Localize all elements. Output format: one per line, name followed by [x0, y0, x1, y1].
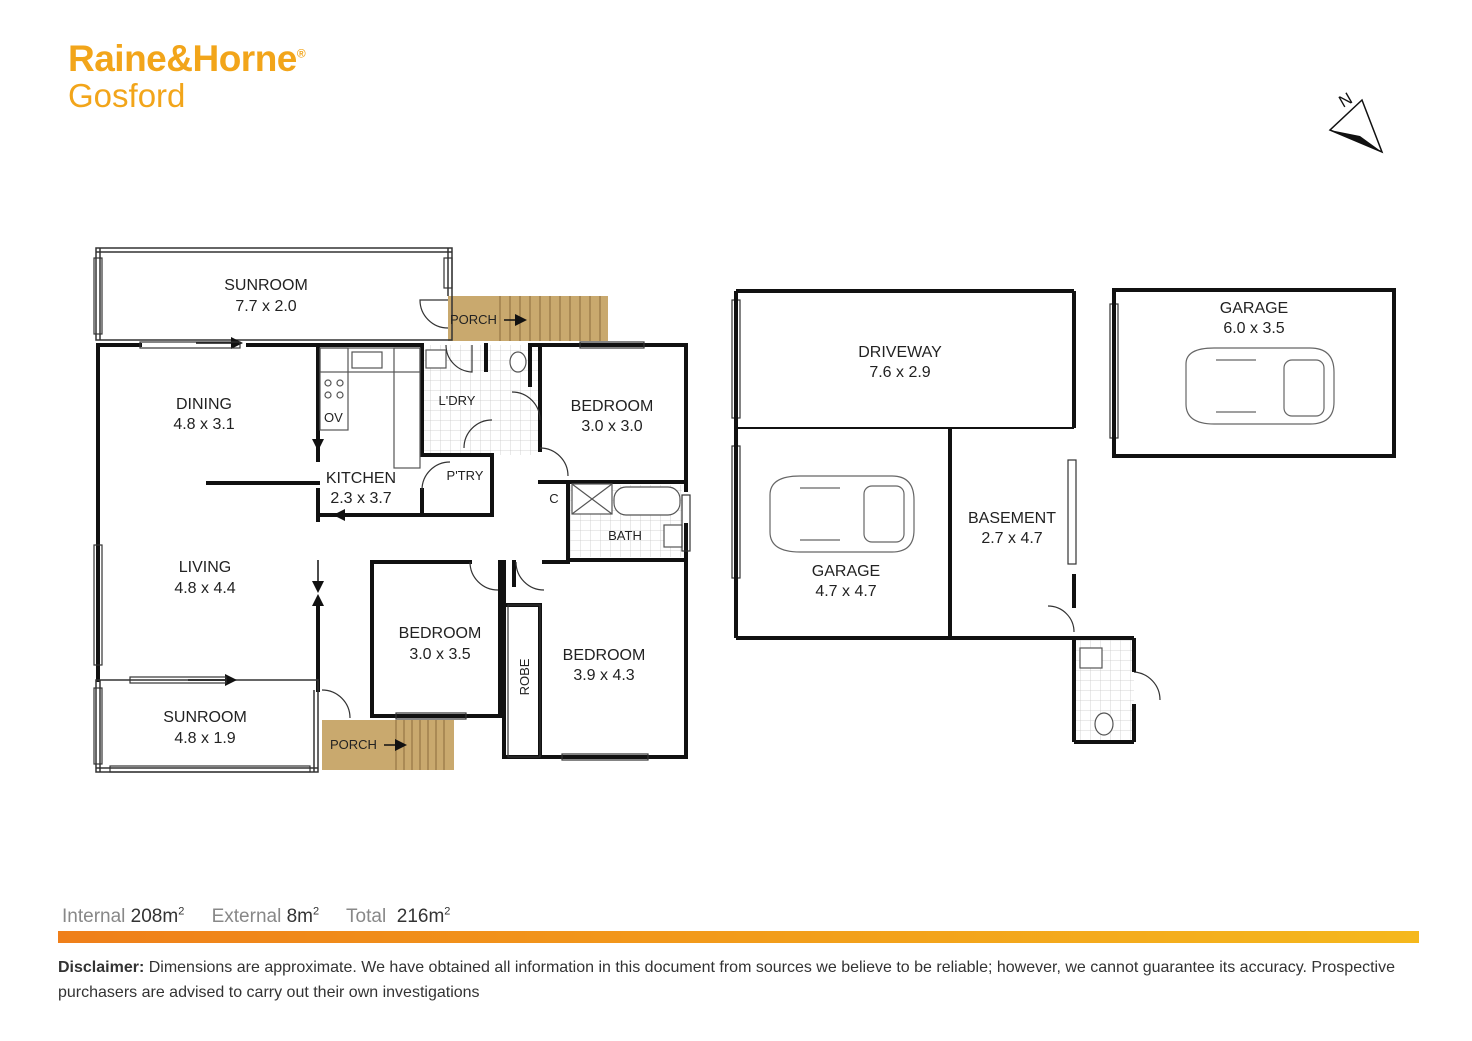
fixtures: [425, 349, 1114, 736]
internal-value: 208m: [130, 906, 179, 928]
porch-top-stairs: [448, 296, 608, 341]
robe-name: ROBE: [517, 658, 532, 695]
basement-name: BASEMENT: [968, 510, 1056, 527]
porch-bottom-name: PORCH: [330, 737, 377, 752]
external-unit-exponent: 2: [312, 906, 320, 918]
bedroom-mid-name: BEDROOM: [399, 625, 482, 642]
disclaimer-text: Dimensions are approximate. We have obta…: [58, 959, 1395, 1001]
total-value: 216m: [396, 906, 445, 928]
driveway-dims: 7.6 x 2.9: [869, 364, 930, 381]
sliding-door-arrows: [188, 314, 527, 751]
disclaimer: Disclaimer: Dimensions are approximate. …: [58, 955, 1428, 1005]
laundry-tub-icon: [425, 349, 447, 369]
detached-garage-walls: [1112, 288, 1396, 458]
area-summary: Internal 208m2 External 8m2 Total 216m2: [62, 906, 472, 928]
sunroom-bottom-dims: 4.8 x 1.9: [174, 730, 235, 747]
porch-top-name: PORCH: [450, 312, 497, 327]
external-value: 8m: [286, 906, 313, 928]
bedroom-ne-dims: 3.0 x 3.0: [581, 418, 642, 435]
basement-dims: 2.7 x 4.7: [981, 530, 1042, 547]
dining-dims: 4.8 x 3.1: [173, 416, 234, 433]
bath-name: BATH: [608, 528, 642, 543]
car-icon: [1185, 347, 1335, 425]
bedroom-se-dims: 3.9 x 4.3: [573, 667, 634, 684]
bedroom-mid-dims: 3.0 x 3.5: [409, 646, 470, 663]
office-name: Gosford: [68, 77, 186, 114]
garage-lower-dims: 4.7 x 4.7: [815, 583, 876, 600]
brand-gradient-bar: [58, 931, 1419, 943]
living-dims: 4.8 x 4.4: [174, 580, 235, 597]
pantry-name: P'TRY: [447, 468, 484, 483]
cupboard-label: C: [549, 491, 558, 506]
laundry-name: L'DRY: [439, 393, 476, 408]
garage-lower-name: GARAGE: [812, 563, 880, 580]
sunroom-top-name: SUNROOM: [224, 277, 308, 294]
sunroom-top-dims: 7.7 x 2.0: [235, 298, 296, 315]
brand-name: Raine&Horne®: [68, 38, 306, 79]
kitchen-dims: 2.3 x 3.7: [330, 490, 391, 507]
total-label: Total: [346, 906, 387, 928]
garage-block-walls: [734, 289, 1136, 744]
north-arrow-icon: N: [1328, 89, 1384, 154]
garage-detached-dims: 6.0 x 3.5: [1223, 320, 1284, 337]
bedroom-ne-name: BEDROOM: [571, 398, 654, 415]
internal-label: Internal: [62, 906, 126, 928]
basement-basin-icon: [1079, 647, 1103, 669]
brand-logo: Raine&Horne® Gosford: [68, 38, 306, 114]
living-name: LIVING: [179, 559, 231, 576]
basement-toilet-icon: [1094, 712, 1114, 736]
toilet-icon: [509, 351, 527, 373]
car-icon: [769, 475, 915, 553]
dining-name: DINING: [176, 396, 232, 413]
internal-unit-exponent: 2: [178, 906, 185, 918]
total-unit-exponent: 2: [444, 906, 451, 918]
kitchen-name: KITCHEN: [326, 470, 396, 487]
bedroom-se-name: BEDROOM: [563, 647, 646, 664]
sunroom-top-walls: [95, 247, 453, 341]
kitchen-benches: [319, 347, 421, 469]
vanity-icon: [663, 524, 683, 548]
garage-detached-name: GARAGE: [1220, 300, 1288, 317]
driveway-name: DRIVEWAY: [858, 344, 942, 361]
sunroom-bottom-name: SUNROOM: [163, 709, 247, 726]
door-swings: [321, 299, 1161, 719]
external-label: External: [211, 906, 282, 928]
disclaimer-label: Disclaimer:: [58, 959, 145, 976]
oven-label: OV: [324, 410, 343, 425]
sunroom-bottom-walls: [95, 679, 319, 773]
bathtub-icon: [613, 486, 681, 516]
robe-outline: [507, 604, 541, 758]
